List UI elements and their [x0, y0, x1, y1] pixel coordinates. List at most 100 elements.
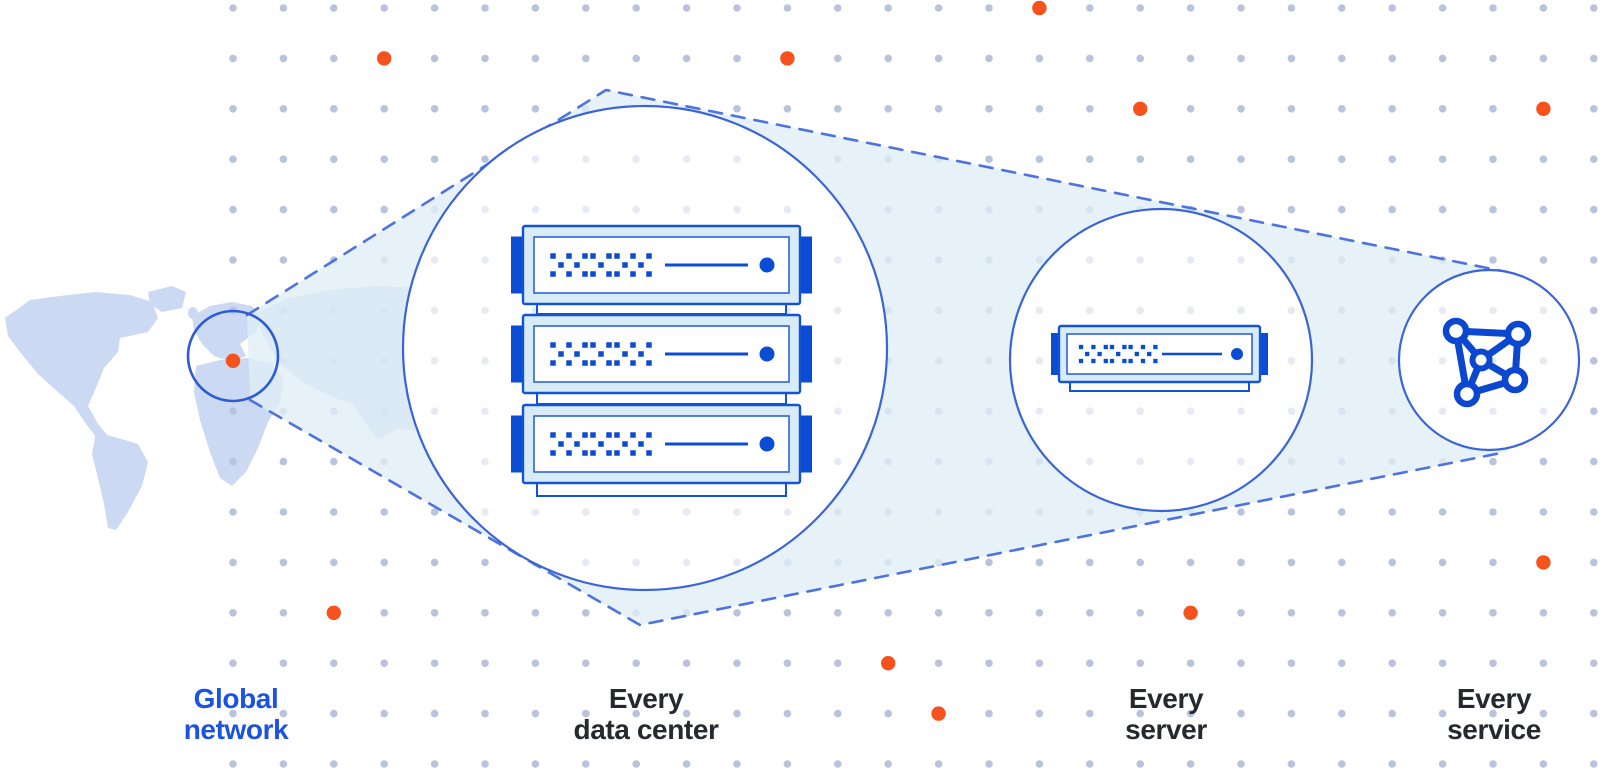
- grid-dot-faint: [834, 457, 842, 466]
- grid-dot: [934, 4, 943, 12]
- vent-square: [614, 450, 620, 456]
- grid-dot-faint: [1539, 306, 1548, 315]
- grid-dot: [985, 558, 993, 567]
- vent-square: [614, 253, 620, 259]
- grid-dot: [1590, 306, 1598, 315]
- grid-dot: [834, 709, 842, 718]
- grid-dot: [430, 54, 439, 63]
- accent-dot: [1536, 555, 1551, 570]
- grid-dot: [1338, 4, 1346, 12]
- server-tab-left: [511, 325, 524, 383]
- vent-square: [1140, 358, 1146, 364]
- accent-dot: [1032, 0, 1047, 16]
- grid-dot-faint: [1136, 306, 1144, 315]
- grid-dot: [1186, 709, 1195, 718]
- server-led: [1231, 348, 1243, 360]
- grid-dot: [531, 54, 540, 63]
- grid-dot-faint: [1136, 457, 1144, 466]
- grid-dot-faint: [481, 457, 489, 466]
- vent-square: [550, 271, 556, 277]
- map-focus-circle: [186, 309, 280, 403]
- vent-square: [614, 271, 620, 277]
- grid-dot: [279, 609, 288, 617]
- vent-square: [558, 441, 564, 447]
- vent-square: [550, 450, 556, 456]
- grid-dot: [682, 54, 691, 63]
- grid-dot: [380, 155, 389, 163]
- grid-dot: [1136, 4, 1144, 12]
- grid-dot: [229, 4, 237, 12]
- grid-dot: [934, 659, 943, 667]
- grid-dot: [1539, 457, 1548, 466]
- grid-dot: [229, 760, 237, 768]
- grid-dot: [229, 256, 237, 264]
- grid-dot: [1338, 609, 1346, 617]
- grid-dot: [1287, 508, 1296, 516]
- grid-dot: [1338, 205, 1346, 214]
- vent-square: [638, 351, 644, 357]
- grid-dot: [1136, 659, 1144, 667]
- continent-north-america: [5, 292, 158, 442]
- grid-dot: [985, 709, 993, 718]
- vent-square: [646, 271, 652, 277]
- grid-dot: [330, 760, 338, 768]
- grid-dot: [430, 4, 439, 12]
- dashed-line-lower: [248, 398, 1508, 627]
- grid-dot-faint: [834, 256, 842, 264]
- grid-dot-faint: [632, 205, 640, 214]
- grid-dot-faint: [1489, 407, 1497, 416]
- vent-square: [622, 441, 628, 447]
- grid-dot: [430, 155, 439, 163]
- grid-dot: [279, 558, 288, 567]
- mesh-node-top-right: [1504, 320, 1532, 348]
- grid-dot: [279, 54, 288, 63]
- grid-dot: [1388, 558, 1396, 567]
- grid-dot: [1438, 155, 1447, 163]
- grid-dot: [985, 609, 993, 617]
- grid-dot: [1489, 659, 1497, 667]
- grid-dot-faint: [582, 205, 590, 214]
- grid-dot: [1237, 609, 1245, 617]
- grid-dot: [1388, 760, 1396, 768]
- grid-dot-faint: [733, 508, 741, 516]
- mesh-spokes: [1452, 327, 1522, 398]
- grid-dot: [330, 457, 338, 466]
- vent-square: [630, 450, 636, 456]
- grid-dot-faint: [582, 508, 590, 516]
- grid-dot: [632, 54, 640, 63]
- grid-dot-faint: [531, 205, 540, 214]
- grid-dot: [582, 760, 590, 768]
- grid-dot: [1539, 659, 1548, 667]
- vent-square: [646, 432, 652, 438]
- grid-dot: [531, 105, 540, 113]
- grid-dot: [682, 659, 691, 667]
- grid-dot: [1590, 760, 1598, 768]
- grid-dot: [733, 54, 741, 63]
- grid-dot: [834, 659, 842, 667]
- grid-dot: [279, 256, 288, 264]
- vent-square: [566, 450, 572, 456]
- vent-square: [606, 432, 612, 438]
- grid-dot-faint: [632, 155, 640, 163]
- grid-dot: [1438, 609, 1447, 617]
- grid-dot: [1338, 54, 1346, 63]
- server-tab-right: [799, 236, 812, 294]
- continent-greenland: [148, 286, 186, 312]
- grid-dot-faint: [834, 407, 842, 416]
- grid-dot: [531, 4, 540, 12]
- vent-square: [1128, 344, 1133, 350]
- grid-dot: [1035, 155, 1044, 163]
- grid-dot: [1489, 105, 1497, 113]
- server-tab-right: [799, 415, 812, 473]
- grid-dot: [279, 205, 288, 214]
- grid-dot: [834, 4, 842, 12]
- grid-dot-faint: [1237, 256, 1245, 264]
- grid-dot: [229, 558, 237, 567]
- grid-dot: [330, 558, 338, 567]
- mesh-node-bottom-right: [1501, 366, 1529, 394]
- grid-dot: [1136, 54, 1144, 63]
- grid-dot: [1086, 760, 1094, 768]
- grid-dot: [682, 4, 691, 12]
- grid-dot: [531, 609, 540, 617]
